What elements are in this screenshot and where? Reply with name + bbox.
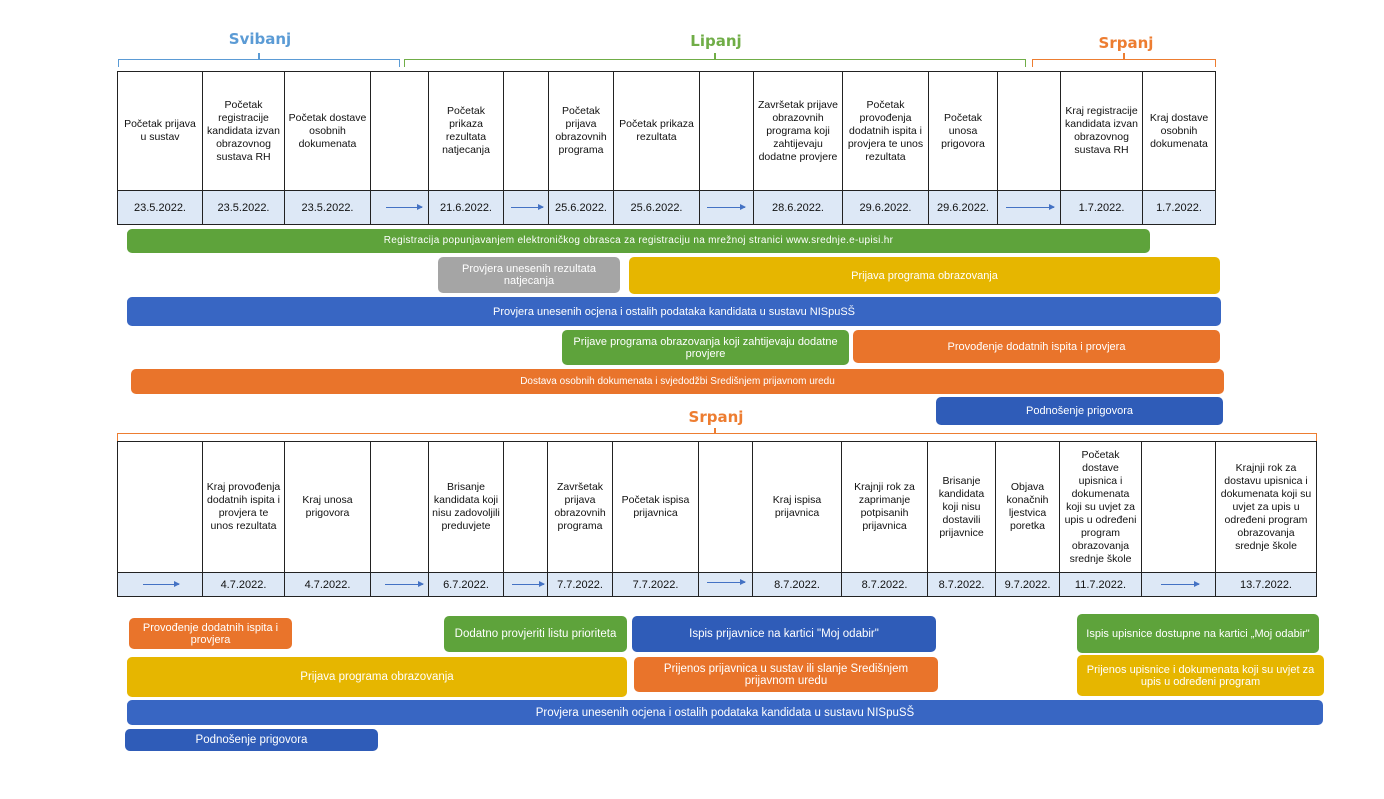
date-cell: 8.7.2022.: [752, 572, 842, 597]
month-bracket-svibanj: [118, 59, 400, 67]
arrow-right-icon: [1161, 581, 1200, 587]
date-cell: 8.7.2022.: [841, 572, 928, 597]
activity-bar: Prijave programa obrazovanja koji zahtij…: [562, 330, 849, 365]
milestone-cell: Početak dostave osobnih dokumenata: [284, 71, 371, 191]
date-cell: 7.7.2022.: [547, 572, 613, 597]
arrow-right-icon: [1006, 204, 1055, 210]
date-cell: 23.5.2022.: [117, 190, 203, 225]
milestone-cell: Početak unosa prigovora: [928, 71, 998, 191]
milestone-cell: Brisanje kandidata koji nisu dostavili p…: [927, 441, 996, 573]
arrow-right-icon: [512, 581, 545, 587]
activity-bar: Ispis upisnice dostupne na kartici „Moj …: [1077, 614, 1319, 653]
activity-bar: Prijenos prijavnica u sustav ili slanje …: [634, 657, 938, 692]
date-cell: 25.6.2022.: [548, 190, 614, 225]
arrow-right-icon: [143, 581, 180, 587]
milestone-cell: Početak prijava obrazovnih programa: [548, 71, 614, 191]
month-label-svibanj: Svibanj: [228, 30, 292, 48]
milestone-cell: Brisanje kandidata koji nisu zadovoljili…: [428, 441, 504, 573]
date-cell: 6.7.2022.: [428, 572, 504, 597]
milestone-cell: Kraj provođenja dodatnih ispita i provje…: [202, 441, 285, 573]
arrow-right-icon: [511, 204, 544, 210]
milestone-cell: [370, 441, 429, 573]
month-bracket-lipanj: [404, 59, 1026, 67]
milestone-cell: Početak registracije kandidata izvan obr…: [202, 71, 285, 191]
activity-bar: Prijava programa obrazovanja: [629, 257, 1220, 294]
arrow-right-icon: [707, 204, 746, 210]
month-label-srpanj: Srpanj: [688, 408, 744, 426]
month-label-lipanj: Lipanj: [690, 32, 742, 50]
milestone-cell: Početak dostave upisnica i dokumenata ko…: [1059, 441, 1142, 573]
milestone-cell: Početak provođenja dodatnih ispita i pro…: [842, 71, 929, 191]
activity-bar: Prijava programa obrazovanja: [127, 657, 627, 697]
month-bracket-srpanj: [117, 433, 1317, 441]
activity-bar: Provođenje dodatnih ispita i provjera: [853, 330, 1220, 363]
milestone-cell: Početak ispisa prijavnica: [612, 441, 699, 573]
milestone-cell: Početak prijava u sustav: [117, 71, 203, 191]
date-cell: 13.7.2022.: [1215, 572, 1317, 597]
milestone-cell: [698, 441, 753, 573]
activity-bar: Dodatno provjeriti listu prioriteta: [444, 616, 627, 652]
activity-bar: Provjera unesenih ocjena i ostalih podat…: [127, 297, 1221, 326]
date-cell: 1.7.2022.: [1142, 190, 1216, 225]
date-cell: 23.5.2022.: [284, 190, 371, 225]
month-bracket-tip: [714, 53, 716, 59]
date-cell: 4.7.2022.: [202, 572, 285, 597]
milestone-cell: [1141, 441, 1216, 573]
month-bracket-tip: [714, 428, 716, 434]
date-cell: 9.7.2022.: [995, 572, 1060, 597]
date-cell: 7.7.2022.: [612, 572, 699, 597]
milestone-cell: Kraj unosa prigovora: [284, 441, 371, 573]
milestone-cell: Krajnji rok za zaprimanje potpisanih pri…: [841, 441, 928, 573]
milestone-cell: [503, 71, 549, 191]
date-cell: 8.7.2022.: [927, 572, 996, 597]
activity-bar: Provođenje dodatnih ispita i provjera: [129, 618, 292, 649]
milestone-cell: [117, 441, 203, 573]
date-cell: 1.7.2022.: [1060, 190, 1143, 225]
activity-bar-text: Provjera unesenih rezultata: [462, 263, 596, 275]
milestone-cell: [699, 71, 754, 191]
date-cell: 29.6.2022.: [928, 190, 998, 225]
date-cell: 4.7.2022.: [284, 572, 371, 597]
arrow-right-icon: [385, 581, 424, 587]
activity-bar: Dostava osobnih dokumenata i svjedodžbi …: [131, 369, 1224, 394]
milestone-cell: Početak prikaza rezultata natjecanja: [428, 71, 504, 191]
activity-bar-text: natjecanja: [503, 275, 555, 287]
milestone-cell: Objava konačnih ljestvica poretka: [995, 441, 1060, 573]
milestone-cell: Krajnji rok za dostavu upisnica i dokume…: [1215, 441, 1317, 573]
month-label-srpanj: Srpanj: [1098, 34, 1154, 52]
milestone-cell: [997, 71, 1061, 191]
milestone-cell: Kraj dostave osobnih dokumenata: [1142, 71, 1216, 191]
date-cell: 29.6.2022.: [842, 190, 929, 225]
date-cell: 21.6.2022.: [428, 190, 504, 225]
milestone-cell: Početak prikaza rezultata: [613, 71, 700, 191]
milestone-cell: Kraj ispisa prijavnica: [752, 441, 842, 573]
milestone-cell: Kraj registracije kandidata izvan obrazo…: [1060, 71, 1143, 191]
activity-bar: Podnošenje prigovora: [125, 729, 378, 751]
activity-bar: Podnošenje prigovora: [936, 397, 1223, 425]
milestone-cell: Završetak prijava obrazovnih programa: [547, 441, 613, 573]
activity-bar: Prijenos upisnice i dokumenata koji su u…: [1077, 655, 1324, 696]
month-bracket-tip: [1123, 53, 1125, 59]
milestone-cell: Završetak prijave obrazovnih programa ko…: [753, 71, 843, 191]
month-bracket-srpanj: [1032, 59, 1216, 67]
activity-bar: Ispis prijavnice na kartici "Moj odabir": [632, 616, 936, 652]
date-cell: 25.6.2022.: [613, 190, 700, 225]
activity-bar: Registracija popunjavanjem elektroničkog…: [127, 229, 1150, 253]
date-cell: 28.6.2022.: [753, 190, 843, 225]
date-cell: 23.5.2022.: [202, 190, 285, 225]
date-cell: 11.7.2022.: [1059, 572, 1142, 597]
milestone-cell: [503, 441, 548, 573]
activity-bar: Provjera unesenih rezultata natjecanja: [438, 257, 620, 293]
activity-bar: Provjera unesenih ocjena i ostalih podat…: [127, 700, 1323, 725]
arrow-right-icon: [707, 579, 746, 585]
arrow-right-icon: [386, 204, 423, 210]
month-bracket-tip: [258, 53, 260, 59]
milestone-cell: [370, 71, 429, 191]
